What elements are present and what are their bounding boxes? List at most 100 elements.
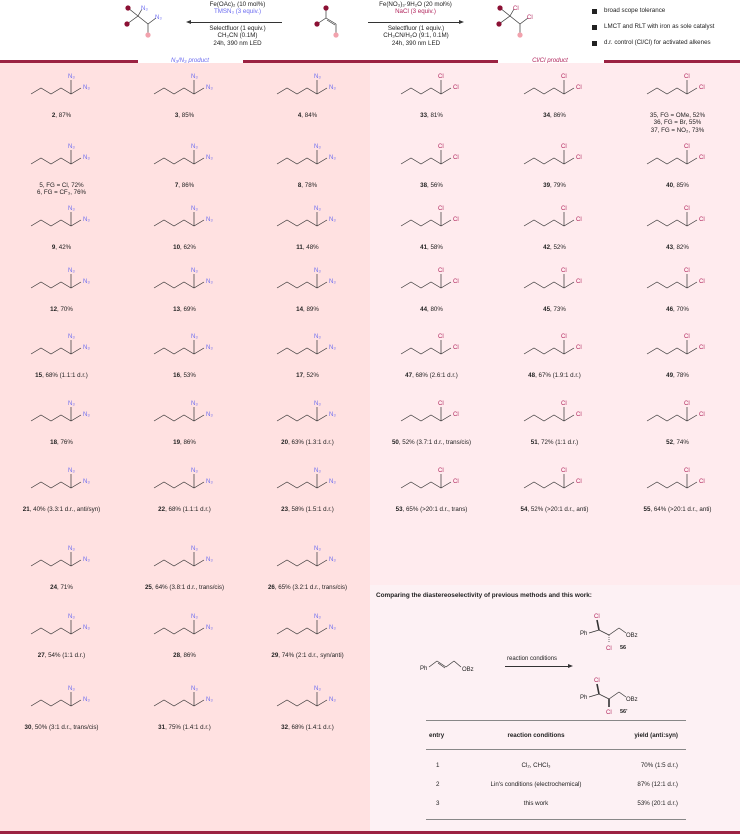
compound-yield: 86% bbox=[553, 112, 566, 119]
n3-label: N₃ bbox=[68, 614, 75, 620]
n3-label: N₃ bbox=[329, 479, 336, 485]
cl-label: Cl bbox=[453, 412, 459, 418]
compound-caption: 52, 74% bbox=[666, 439, 689, 446]
n3-label: N₃ bbox=[206, 155, 213, 161]
conditions-cell: this work bbox=[523, 800, 549, 807]
compound-number: 44 bbox=[420, 306, 428, 313]
table-row: 2 Lin's conditions (electrochemical) 87%… bbox=[426, 775, 686, 794]
n3-label: N₃ bbox=[329, 217, 336, 223]
compound-yield: 40% (3.3:1 d.r., anti/syn) bbox=[33, 506, 101, 513]
cl-label: Cl bbox=[576, 345, 582, 351]
compound-caption: 54, 52% (>20:1 d.r., anti) bbox=[520, 506, 589, 513]
compound-caption: 13, 69% bbox=[173, 306, 196, 313]
square-bullet-icon bbox=[592, 40, 597, 46]
bullet-text: d.r. control (Cl/Cl) for activated alken… bbox=[604, 39, 711, 46]
compound-number: 47 bbox=[405, 372, 413, 379]
compound-caption: 40, 85% bbox=[666, 182, 689, 189]
compound-yield: 48% bbox=[306, 244, 319, 251]
cl-label: Cl bbox=[699, 345, 705, 351]
bottom-divider bbox=[0, 831, 740, 834]
cl-label: Cl bbox=[684, 206, 690, 212]
compound-number: 24 bbox=[50, 584, 58, 591]
compound-yield: 87% bbox=[58, 112, 72, 119]
n3-label: N₃ bbox=[329, 155, 336, 161]
compound-yield: 70% bbox=[60, 306, 73, 313]
n3-label: N₃ bbox=[314, 614, 321, 620]
table-header-row: entry reaction conditions yield (anti:sy… bbox=[426, 721, 686, 749]
compound-number: 20 bbox=[281, 439, 289, 446]
cl-label: Cl bbox=[438, 401, 444, 407]
n3-label: N₃ bbox=[83, 279, 90, 285]
n3-label: N₃ bbox=[68, 334, 75, 340]
compound-caption: 2, 87% bbox=[51, 112, 72, 119]
compound-number: 3 bbox=[174, 112, 179, 119]
n3-label: N₃ bbox=[206, 217, 213, 223]
cl-label: Cl bbox=[453, 155, 459, 161]
product-56-structure: Cl Ph OBz Cl 56 bbox=[580, 614, 638, 652]
compound-caption: 19, 86% bbox=[173, 439, 196, 446]
reaction-conditions-arrow-label: reaction conditions bbox=[507, 656, 558, 662]
compound-yield: 50% (3:1 d.r., trans/cis) bbox=[34, 724, 99, 731]
cl-label: Cl bbox=[684, 334, 690, 340]
compound-number: 18 bbox=[50, 439, 58, 446]
bullet-item: LMCT and RLT with iron as sole catalyst bbox=[592, 19, 714, 35]
table-bottom-rule bbox=[426, 819, 686, 820]
entry-cell: 2 bbox=[436, 781, 440, 788]
n3-label: N₃ bbox=[329, 412, 336, 418]
n3-label: N₃ bbox=[329, 557, 336, 563]
compound-caption: 51, 72% (1:1 d.r.) bbox=[530, 439, 579, 446]
header-conditions: reaction conditions bbox=[507, 731, 565, 739]
compound-caption: 34, 86% bbox=[543, 112, 566, 119]
compound-yield: 58% (1.5:1 d.r.) bbox=[291, 506, 334, 513]
cl-label: Cl bbox=[453, 217, 459, 223]
cl-label: Cl bbox=[576, 217, 582, 223]
cl-label: Cl bbox=[527, 15, 533, 21]
product-56-prime-label: 56' bbox=[620, 709, 628, 715]
compound-caption: 9, 42% bbox=[51, 244, 72, 251]
azidation-conditions: Fe(OAc)₂ (10 mol%) TMSN₃ (3 equiv.) bbox=[190, 1, 285, 16]
compound-number: 34 bbox=[543, 112, 551, 119]
arrow-head-left-icon bbox=[186, 20, 191, 24]
header-yield: yield (anti:syn) bbox=[634, 731, 678, 739]
compound-caption: 29, 74% (2:1 d.r., syn/anti) bbox=[271, 652, 344, 659]
azidation-conditions-lower: Selectfluor (1 equiv.) CH₃CN (0.1M) 24h,… bbox=[190, 25, 285, 47]
compound-yield: 64% (>20:1 d.r., anti) bbox=[653, 506, 712, 513]
compound-caption: 14, 89% bbox=[296, 306, 319, 313]
compound-caption: 45, 73% bbox=[543, 306, 566, 313]
n3-label: N₃ bbox=[314, 268, 321, 274]
cl-label: Cl bbox=[699, 217, 705, 223]
compound-number: 55 bbox=[643, 506, 651, 513]
n3-label: N₃ bbox=[191, 334, 198, 340]
n3-label: N₃ bbox=[206, 85, 213, 91]
compound-yield: 78% bbox=[304, 182, 318, 189]
n3-label: N₃ bbox=[191, 206, 198, 212]
forward-arrow bbox=[368, 22, 460, 23]
compound-yield: 52% bbox=[553, 244, 566, 251]
cl-label: Cl bbox=[561, 334, 567, 340]
compound-caption: 4, 84% bbox=[297, 112, 318, 119]
compound-caption: 32, 68% (1.4:1 d.r.) bbox=[281, 724, 334, 731]
